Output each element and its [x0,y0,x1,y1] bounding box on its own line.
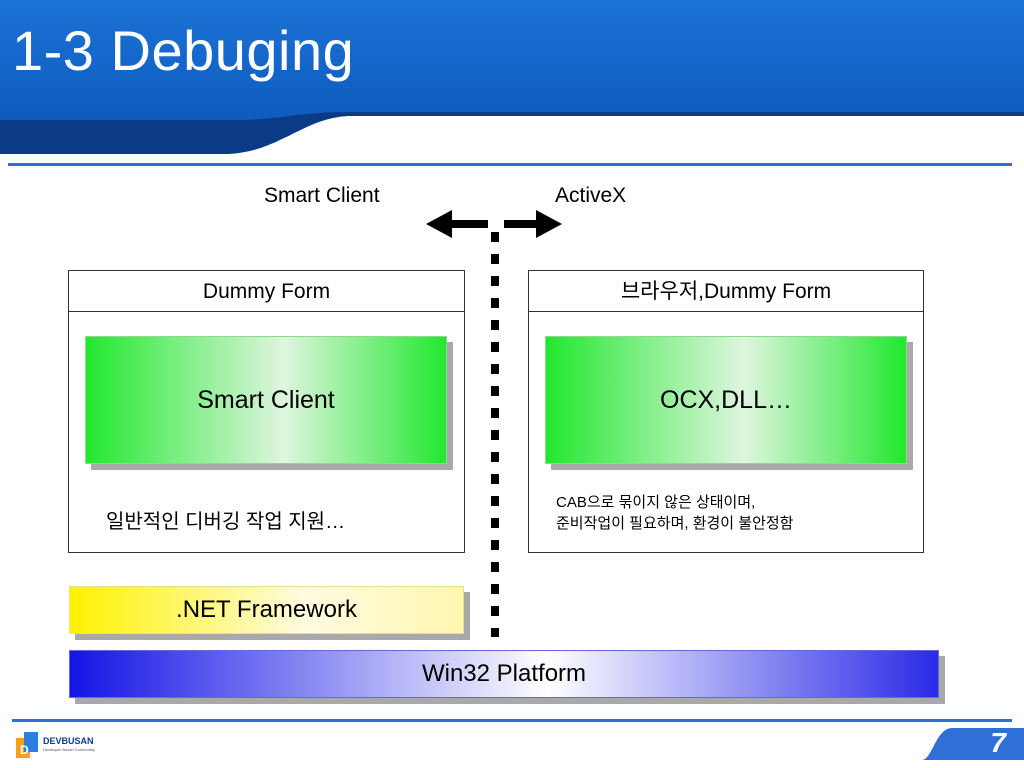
win32-platform-layer: Win32 Platform [69,650,939,698]
dotted-separator [491,232,499,637]
logo-tagline: Developer Busan Community [43,747,96,752]
page-number-tab [922,728,1024,760]
title-banner [0,0,1024,160]
smart-client-box: Smart Client [85,336,447,464]
logo-name: DEVBUSAN [43,736,94,746]
ocx-dll-box-label: OCX,DLL… [660,385,792,414]
right-panel-header: 브라우저,Dummy Form [529,271,923,312]
page-title: 1-3 Debuging [12,19,355,82]
svg-text:D: D [20,743,29,757]
divider-top [8,163,1012,166]
right-panel-note-line2: 준비작업이 필요하며, 환경이 불안정함 [556,515,794,532]
win32-platform-label: Win32 Platform [421,660,587,687]
devbusan-logo-icon: D [16,732,38,758]
label-activex: ActiveX [555,184,627,207]
net-framework-layer: .NET Framework [69,586,464,634]
smart-client-box-label: Smart Client [197,385,335,414]
right-panel-note: CAB으로 묶이지 않은 상태이며, 준비작업이 필요하며, 환경이 불안정함 [556,492,793,534]
net-framework-label: .NET Framework [176,596,357,623]
left-panel-note: 일반적인 디버깅 작업 지원… [106,511,346,533]
ocx-dll-box: OCX,DLL… [545,336,907,464]
right-panel-note-line1: CAB으로 묶이지 않은 상태이며, [556,494,756,511]
label-smart-client: Smart Client [264,184,380,207]
divider-bottom [12,719,1012,722]
left-panel-header: Dummy Form [69,271,464,312]
double-arrow-icon [426,210,562,238]
page-number: 7 [990,727,1006,758]
